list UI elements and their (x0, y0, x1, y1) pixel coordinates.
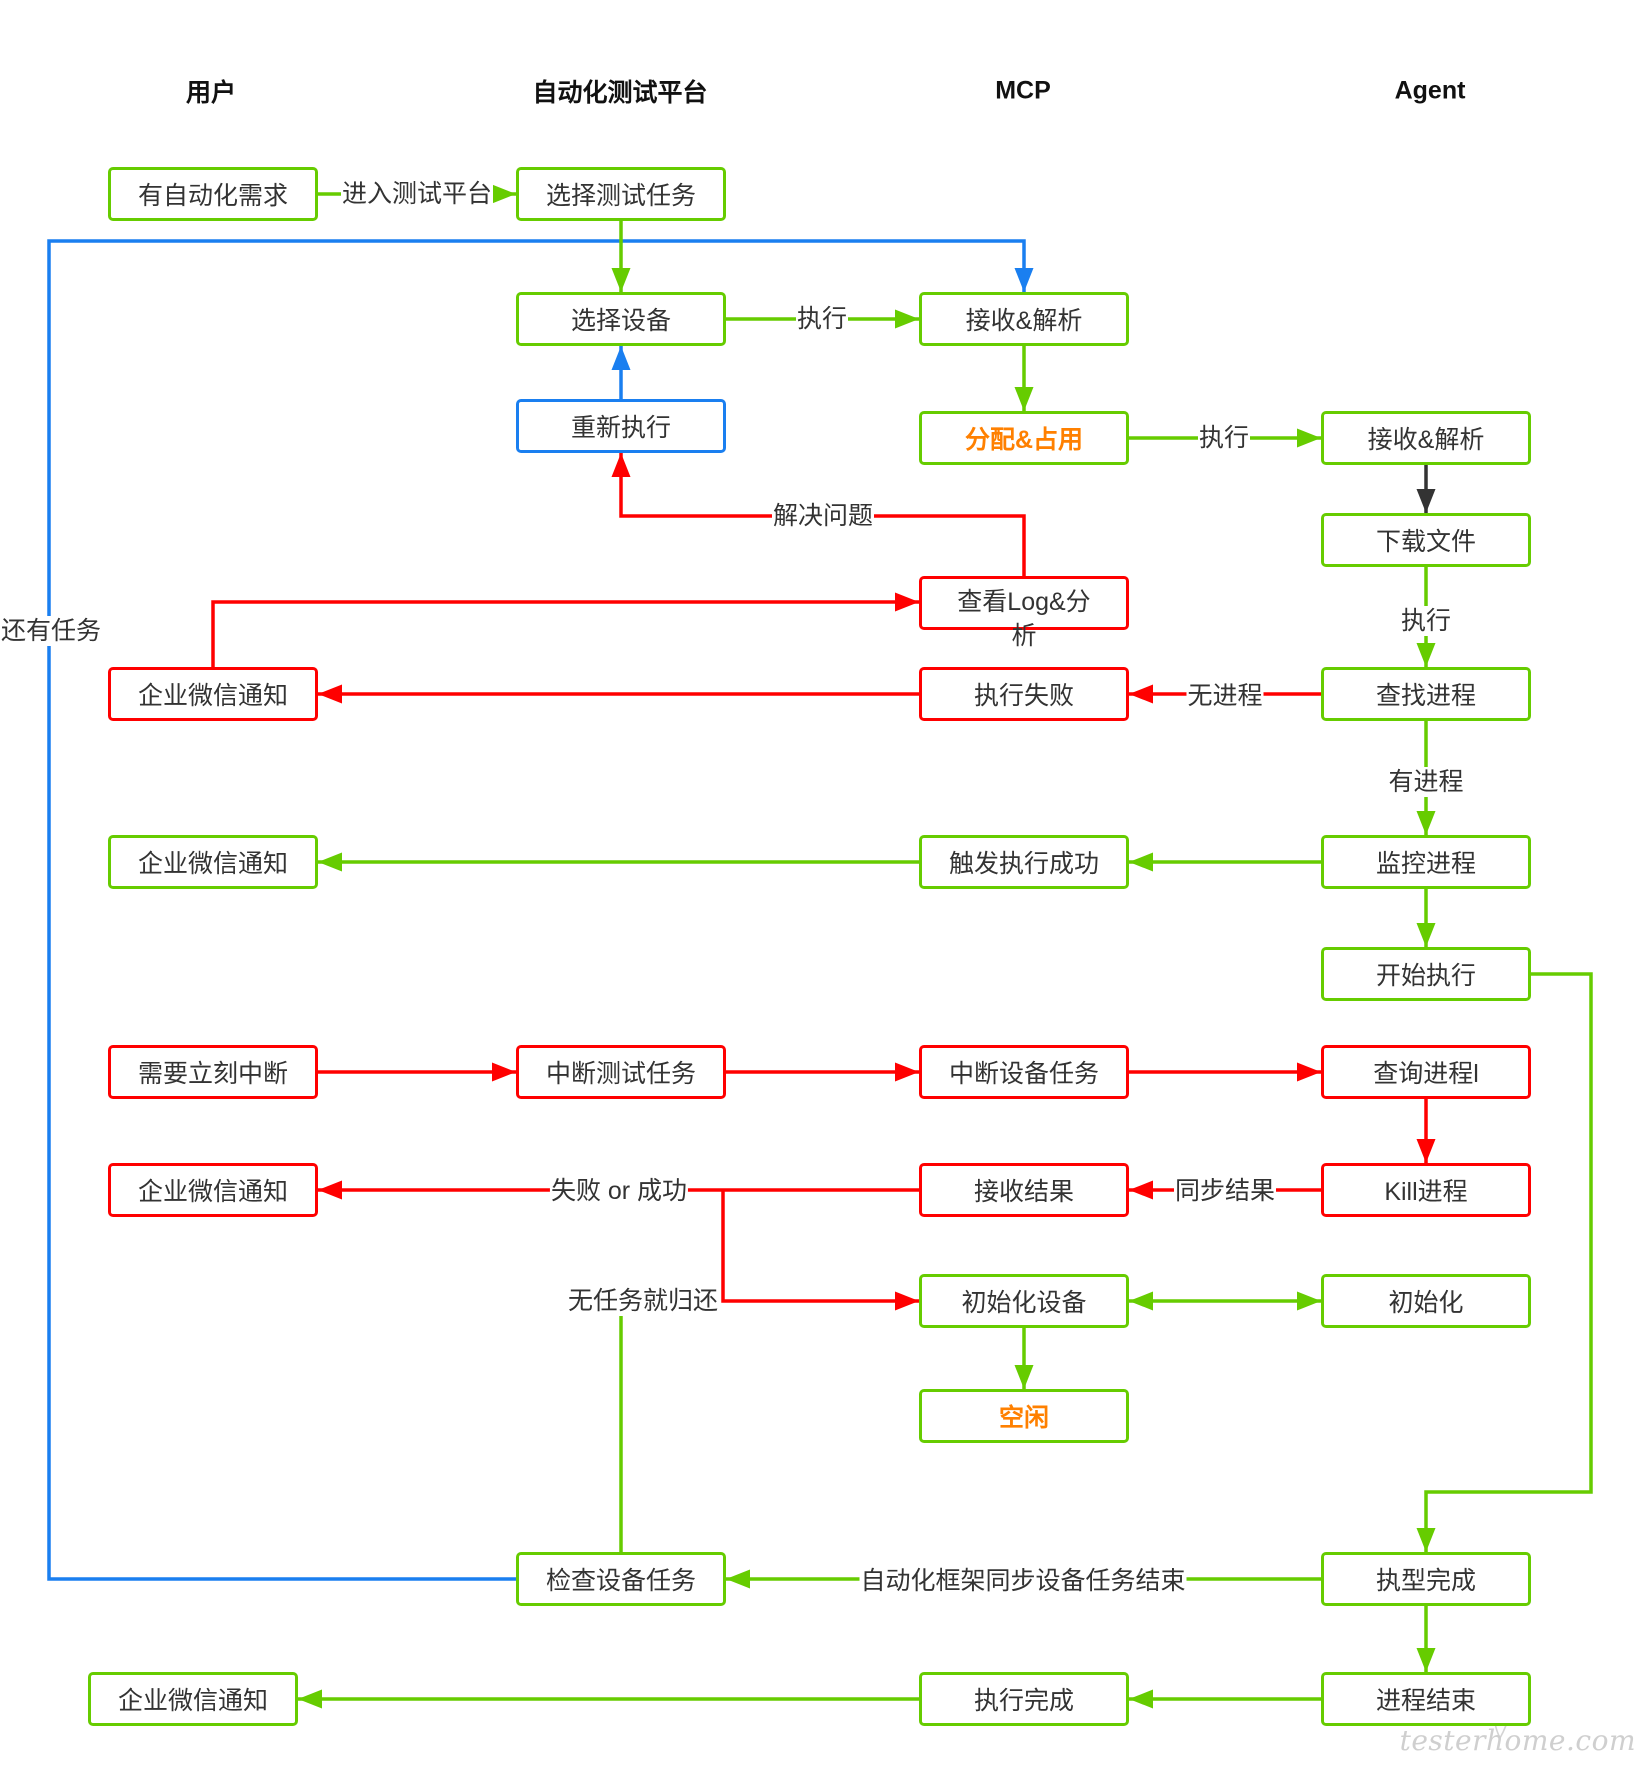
node-idle: 空闲 (919, 1389, 1129, 1443)
node-receive-result: 接收结果 (919, 1163, 1129, 1217)
edge-more-tasks-loop (47, 239, 1034, 1581)
node-monitor-process: 监控进程 (1321, 835, 1531, 889)
node-label: 接收&解析 (965, 307, 1083, 335)
node-kill-process: Kill进程 (1321, 1163, 1531, 1217)
node-label: 执型完成 (1375, 1567, 1476, 1595)
node-select-test-task: 选择测试任务 (516, 167, 726, 221)
node-interrupt-test-task: 中断测试任务 (516, 1045, 726, 1099)
node-label: 开始执行 (1375, 962, 1476, 990)
lane-header-mcp: MCP (995, 76, 1051, 105)
node-label: 下载文件 (1375, 528, 1476, 556)
edge-result-to-init-device (721, 1190, 919, 1311)
node-label: 中断设备任务 (948, 1060, 1099, 1088)
edge-label-no-task-return: 无任务就归还 (566, 1286, 720, 1316)
edge-label-framework-sync: 自动化框架同步设备任务结束 (859, 1566, 1187, 1596)
watermark-logo: testerhome.com (1400, 1724, 1636, 1757)
node-execution-failed: 执行失败 (919, 667, 1129, 721)
node-wecom-notify-success: 企业微信通知 (108, 835, 318, 889)
node-label: 触发执行成功 (948, 850, 1099, 878)
node-mcp-receive-parse: 接收&解析 (919, 292, 1129, 346)
edge-label-sync-result: 同步结果 (1173, 1176, 1277, 1206)
node-has-automation-need: 有自动化需求 (108, 167, 318, 221)
node-wecom-notify-failure: 企业微信通知 (108, 667, 318, 721)
node-rerun: 重新执行 (516, 399, 726, 453)
node-start-execution: 开始执行 (1321, 947, 1531, 1001)
node-label: 重新执行 (570, 414, 671, 442)
node-wecom-notify-interrupt: 企业微信通知 (108, 1163, 318, 1217)
edge-label-execute-run: 执行 (1399, 606, 1453, 636)
node-label: 查看Log&分析 (957, 588, 1091, 650)
node-interrupt-device-task: 中断设备任务 (919, 1045, 1129, 1099)
node-check-device-task: 检查设备任务 (516, 1552, 726, 1606)
node-label: 初始化设备 (961, 1289, 1087, 1317)
node-label: 分配&占用 (964, 426, 1084, 454)
node-label: 企业微信通知 (137, 682, 288, 710)
node-agent-finished: 执型完成 (1321, 1552, 1531, 1606)
node-agent-init: 初始化 (1321, 1274, 1531, 1328)
node-select-device: 选择设备 (516, 292, 726, 346)
node-label: 监控进程 (1375, 850, 1476, 878)
edge-notify-fail-to-view-log (211, 592, 919, 667)
edge-label-more-tasks: 还有任务 (0, 616, 103, 646)
lane-header-user: 用户 (185, 79, 237, 107)
node-label: Kill进程 (1384, 1178, 1468, 1206)
node-label: 选择测试任务 (545, 182, 696, 210)
node-agent-receive-parse: 接收&解析 (1321, 411, 1531, 465)
edge-label-no-process: 无进程 (1186, 681, 1264, 711)
node-wecom-notify-done: 企业微信通知 (88, 1672, 298, 1726)
edge-label-execute-agent: 执行 (1197, 423, 1251, 453)
node-label: 查询进程l (1373, 1060, 1479, 1088)
node-label: 初始化 (1388, 1289, 1464, 1317)
node-download-files: 下载文件 (1321, 513, 1531, 567)
node-label: 查找进程 (1375, 682, 1476, 710)
edge-label-fail-or-success: 失败 or 成功 (549, 1176, 689, 1206)
node-label: 执行完成 (973, 1687, 1074, 1715)
edge-label-resolve-issue: 解决问题 (771, 501, 875, 531)
node-label: 中断测试任务 (545, 1060, 696, 1088)
node-label: 空闲 (998, 1404, 1049, 1432)
edge-start-exec-to-finished (1416, 972, 1593, 1552)
lane-header-agent: Agent (1394, 76, 1466, 105)
edge-label-has-process: 有进程 (1387, 767, 1465, 797)
node-query-process: 查询进程l (1321, 1045, 1531, 1099)
node-find-process: 查找进程 (1321, 667, 1531, 721)
lane-header-platform: 自动化测试平台 (532, 79, 708, 107)
node-label: 接收结果 (973, 1178, 1074, 1206)
edge-label-enter-platform: 进入测试平台 (340, 179, 494, 209)
node-label: 需要立刻中断 (137, 1060, 288, 1088)
node-need-interrupt: 需要立刻中断 (108, 1045, 318, 1099)
node-process-end: 进程结束 (1321, 1672, 1531, 1726)
node-label: 企业微信通知 (137, 850, 288, 878)
node-label: 接收&解析 (1367, 426, 1485, 454)
node-label: 企业微信通知 (117, 1687, 268, 1715)
node-init-device: 初始化设备 (919, 1274, 1129, 1328)
node-label: 进程结束 (1375, 1687, 1476, 1715)
node-label: 有自动化需求 (137, 182, 288, 210)
node-label: 企业微信通知 (137, 1178, 288, 1206)
node-label: 执行失败 (973, 682, 1074, 710)
edge-label-execute-mcp: 执行 (795, 304, 849, 334)
node-execution-done: 执行完成 (919, 1672, 1129, 1726)
node-trigger-success: 触发执行成功 (919, 835, 1129, 889)
node-allocate-occupy: 分配&占用 (919, 411, 1129, 465)
node-label: 检查设备任务 (545, 1567, 696, 1595)
node-view-log-analyze: 查看Log&分析 (919, 576, 1129, 650)
node-label: 选择设备 (570, 307, 671, 335)
